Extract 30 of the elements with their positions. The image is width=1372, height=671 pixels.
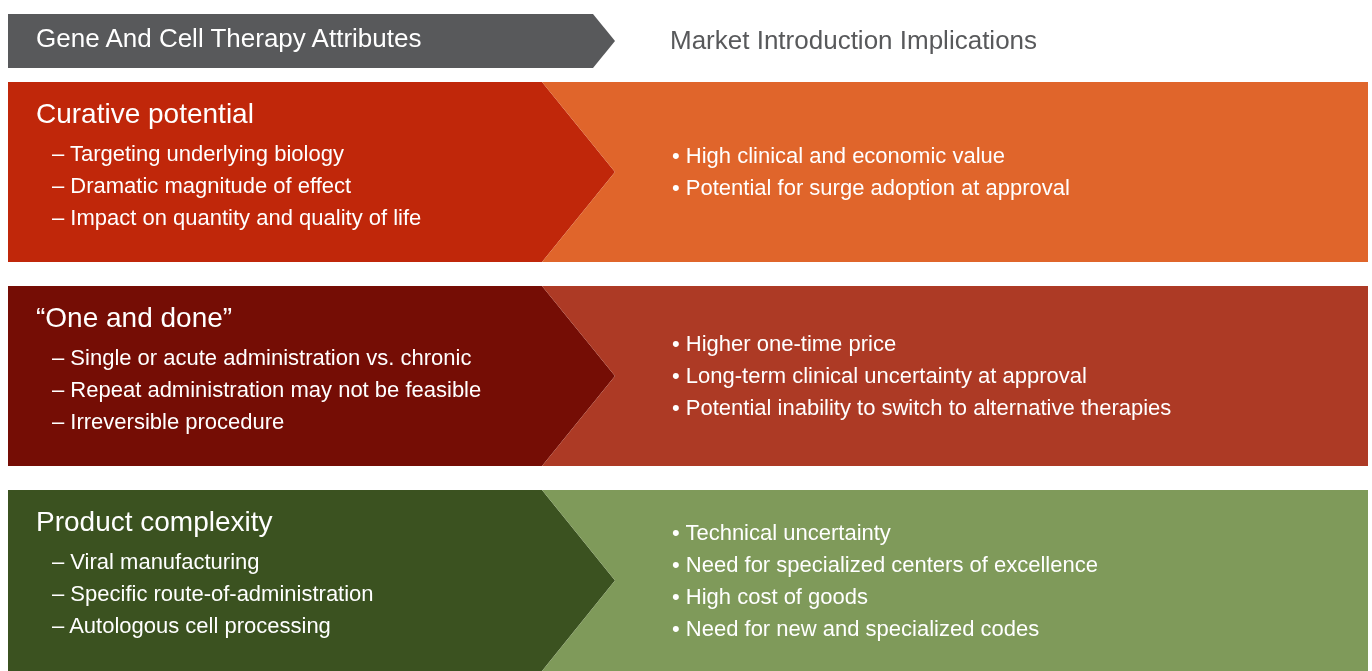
list-item: – Autologous cell processing [52,612,332,640]
list-item: • Potential for surge adoption at approval [672,174,1071,202]
row-heading: Product complexity [36,506,274,538]
list-item: – Irreversible procedure [52,408,286,436]
row-heading: “One and done” [36,302,234,334]
list-item: • Higher one-time price [672,330,898,358]
header-title: Gene And Cell Therapy Attributes [36,23,423,54]
attribute-panel [8,82,615,262]
implication-panel [542,490,1368,671]
list-item: • Long-term clinical uncertainty at approval [672,362,1088,390]
list-item: • High clinical and economic value [672,142,1006,170]
list-item: – Impact on quantity and quality of life [52,204,423,232]
implication-panel [542,286,1368,466]
list-item: • High cost of goods [672,582,870,611]
list-item: • Potential inability to switch to alternative therapies [672,394,1173,422]
list-item: – Dramatic magnitude of effect [52,172,353,200]
list-item: – Specific route-of-administration [52,580,375,608]
attribute-panel [8,490,615,671]
attribute-panel [8,286,615,466]
implication-panel [542,82,1368,262]
list-item: – Targeting underlying biology [52,140,345,168]
list-item: – Viral manufacturing [52,548,261,576]
list-item: • Need for new and specialized codes [672,614,1041,643]
row-heading: Curative potential [36,98,255,130]
list-item: • Technical uncertainty [672,518,892,547]
column-heading: Market Introduction Implications [670,25,1038,56]
list-item: • Need for specialized centers of excellence [672,550,1099,579]
header-banner [8,14,615,68]
list-item: – Repeat administration may not be feasible [52,376,483,404]
list-item: – Single or acute administration vs. chronic [52,344,473,372]
